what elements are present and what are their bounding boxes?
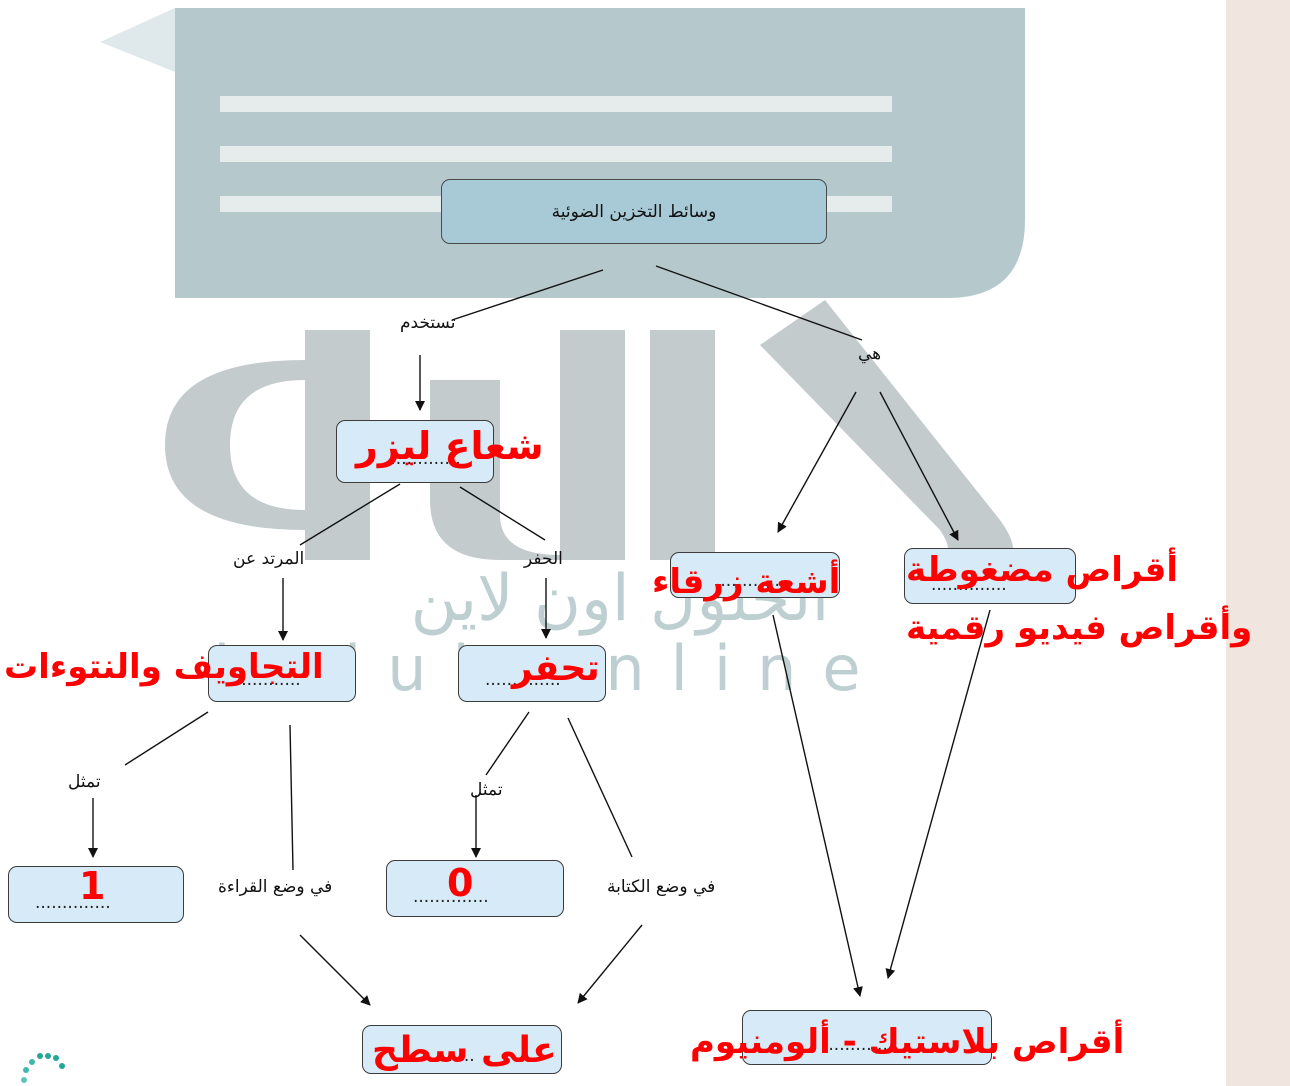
answer-laser: شعاع ليزر bbox=[356, 424, 544, 468]
node-blue-ray-placeholder: .............. bbox=[715, 571, 791, 591]
answer-zero: 0 bbox=[447, 861, 474, 905]
node-plastic-box: .............. bbox=[742, 1010, 992, 1065]
node-blue-ray-box: .............. bbox=[670, 552, 840, 598]
label-uses: تستخدم bbox=[400, 313, 456, 333]
label-represents-mid: تمثل bbox=[470, 780, 503, 800]
node-laser-placeholder: .............. bbox=[385, 449, 461, 469]
answer-bumps: التجاويف والنتوءات bbox=[4, 647, 324, 687]
root-node-label: وسائط التخزين الضوئية bbox=[551, 201, 717, 222]
answer-engrave: تحفر bbox=[512, 648, 600, 689]
node-surface-placeholder: .............. bbox=[399, 1046, 475, 1066]
ministry-logo-icon bbox=[21, 1053, 65, 1083]
answer-plastic: أقراص بلاستيك - ألومنيوم bbox=[690, 1022, 1125, 1062]
label-engraving: الحفر bbox=[524, 549, 563, 569]
node-bumps-box: .............. bbox=[208, 645, 356, 702]
answer-blue-ray: أشعة زرقاء bbox=[652, 562, 841, 602]
node-engrave-placeholder: .............. bbox=[485, 670, 561, 690]
node-one-placeholder: .............. bbox=[35, 893, 111, 913]
node-plastic-placeholder: .............. bbox=[823, 1035, 899, 1055]
node-zero-placeholder: .............. bbox=[413, 887, 489, 907]
node-surface-box: .............. bbox=[362, 1025, 562, 1074]
label-is: هي bbox=[858, 344, 882, 364]
label-represents-left: تمثل bbox=[68, 772, 101, 792]
label-reflected: المرتد عن bbox=[233, 549, 305, 569]
answer-surface: على سطح bbox=[372, 1030, 557, 1071]
node-discs-box: .............. bbox=[904, 548, 1076, 604]
answer-discs-line2: وأقراص فيديو رقمية bbox=[906, 608, 1253, 648]
answer-discs-line1: أقراص مضغوطة bbox=[906, 550, 1178, 590]
answer-one: 1 bbox=[79, 864, 106, 908]
label-write-mode: في وضع الكتابة bbox=[607, 877, 716, 897]
node-zero-box: .............. bbox=[386, 860, 564, 917]
node-laser-box: .............. bbox=[336, 420, 494, 483]
right-sidebar bbox=[1226, 0, 1290, 1086]
root-node: وسائط التخزين الضوئية bbox=[441, 179, 827, 244]
label-read-mode: في وضع القراءة bbox=[218, 877, 333, 897]
node-engrave-box: .............. bbox=[458, 645, 606, 702]
node-bumps-placeholder: .............. bbox=[225, 670, 301, 690]
node-discs-placeholder: .............. bbox=[931, 575, 1007, 595]
node-one-box: .............. bbox=[8, 866, 184, 923]
